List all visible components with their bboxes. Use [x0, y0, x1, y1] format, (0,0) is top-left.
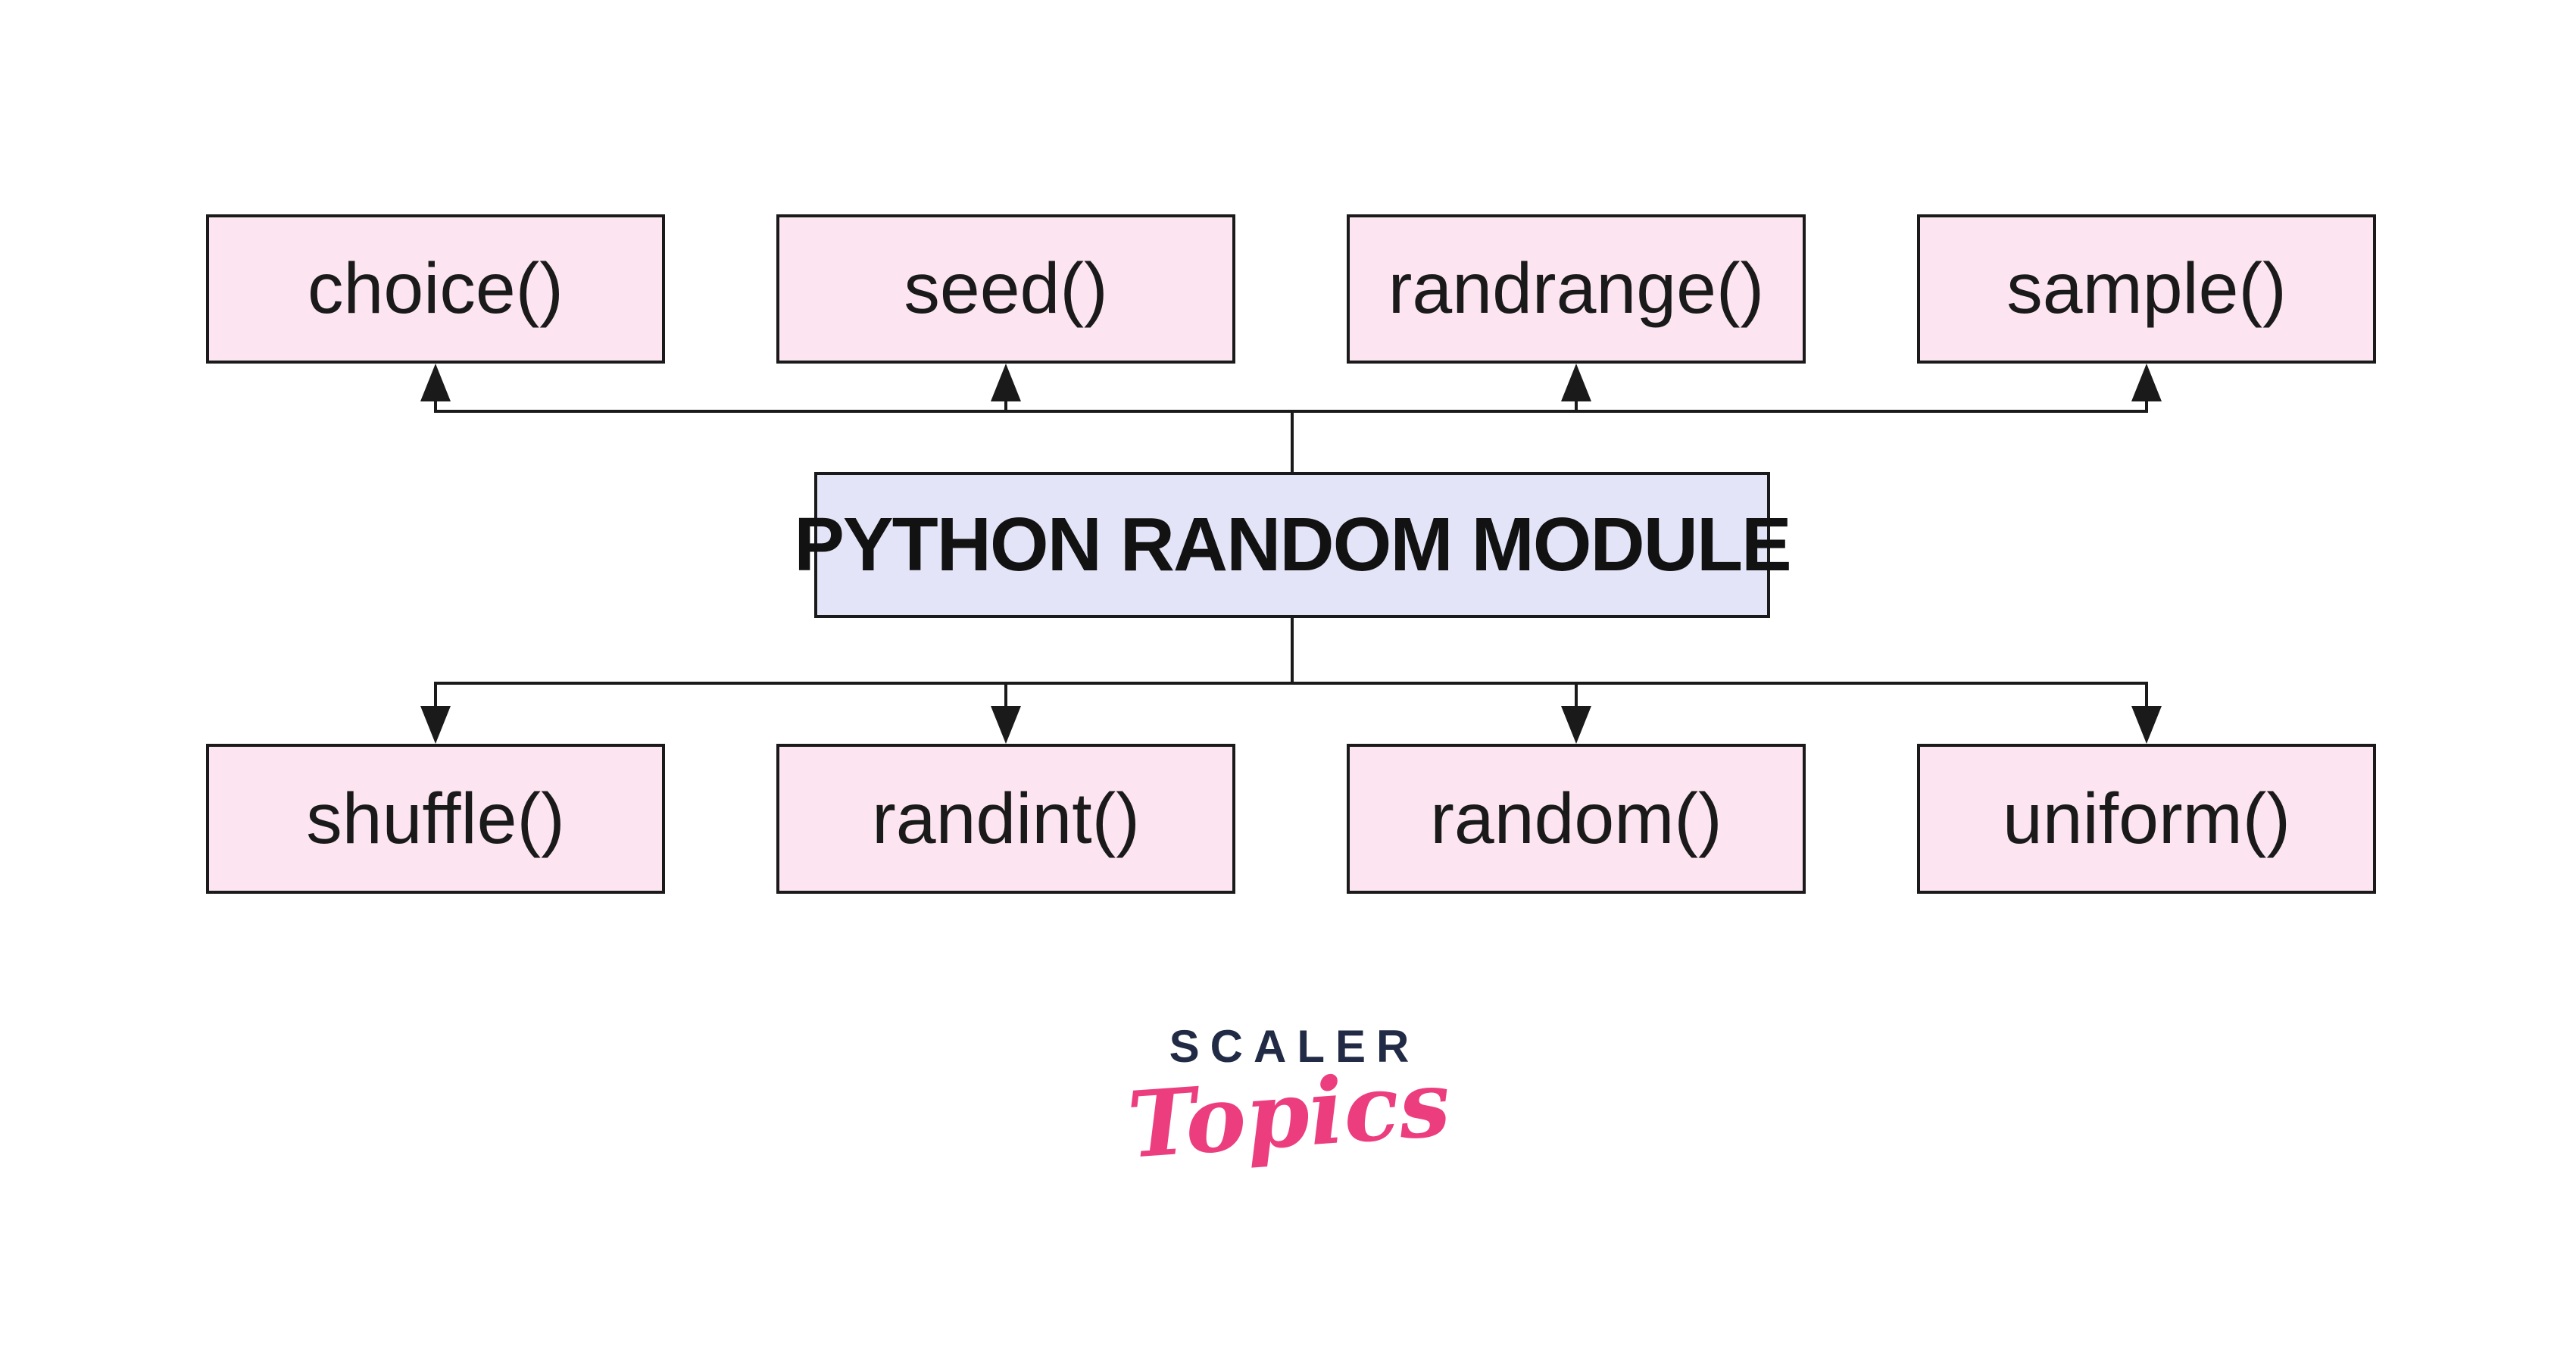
arrowhead-down-uniform-icon [2131, 706, 2162, 744]
logo-sub-text: Topics [1124, 1050, 1454, 1179]
arrowhead-down-random-icon [1561, 706, 1591, 744]
connector-stub-module-bottom [1291, 618, 1294, 683]
connector-stub-seed [1004, 398, 1007, 413]
function-box-choice: choice() [206, 214, 665, 364]
connector-stub-randrange [1575, 398, 1578, 413]
connector-stub-random [1575, 683, 1578, 709]
connector-stub-shuffle [434, 683, 437, 709]
arrowhead-up-randrange-icon [1561, 364, 1591, 401]
arrowhead-up-choice-icon [420, 364, 451, 401]
connector-bus-bottom [434, 682, 2148, 685]
function-box-seed: seed() [776, 214, 1235, 364]
logo-brand-text: SCALER [1169, 1021, 1420, 1072]
connector-stub-sample [2145, 398, 2148, 413]
connector-bus-top [434, 410, 2148, 413]
function-box-randrange: randrange() [1347, 214, 1806, 364]
module-box-python-random: PYTHON RANDOM MODULE [794, 472, 1792, 618]
function-box-uniform: uniform() [1917, 744, 2376, 894]
scaler-topics-logo: SCALER Topics [1125, 1021, 1453, 1179]
arrowhead-down-shuffle-icon [420, 706, 451, 744]
function-box-shuffle: shuffle() [206, 744, 665, 894]
arrowhead-up-seed-icon [991, 364, 1021, 401]
function-box-randint: randint() [776, 744, 1235, 894]
connector-stub-module-top [1291, 411, 1294, 472]
connector-stub-uniform [2145, 683, 2148, 709]
arrowhead-up-sample-icon [2131, 364, 2162, 401]
arrowhead-down-randint-icon [991, 706, 1021, 744]
function-box-random: random() [1347, 744, 1806, 894]
function-box-sample: sample() [1917, 214, 2376, 364]
connector-stub-randint [1004, 683, 1007, 709]
connector-stub-choice [434, 398, 437, 413]
